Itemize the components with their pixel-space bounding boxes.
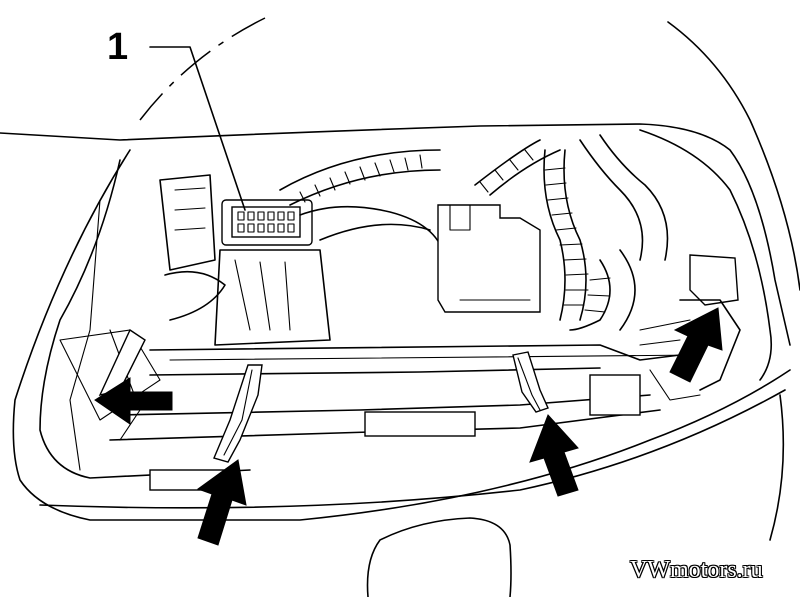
arrow-left	[94, 377, 173, 425]
cross-rail	[109, 344, 701, 491]
dashed-hood-line	[139, 17, 266, 121]
right-bracket	[639, 254, 741, 401]
arrows	[94, 307, 723, 546]
callout-number-1: 1	[107, 26, 129, 68]
callout-1-leader	[149, 46, 246, 211]
watermark-text: VWmotors.ru	[630, 557, 763, 583]
arrow-up-right-clip	[529, 414, 579, 497]
arrow-up-right-bracket	[669, 307, 723, 383]
bottom-cutout	[366, 517, 512, 597]
left-bracket	[159, 174, 226, 321]
relay-box	[437, 204, 541, 313]
arrow-up-left-clip	[196, 459, 247, 546]
body-panel-outline	[0, 21, 800, 541]
retaining-clips	[98, 328, 549, 463]
wiring-harness	[279, 134, 669, 331]
diagnostic-connector	[214, 199, 331, 346]
